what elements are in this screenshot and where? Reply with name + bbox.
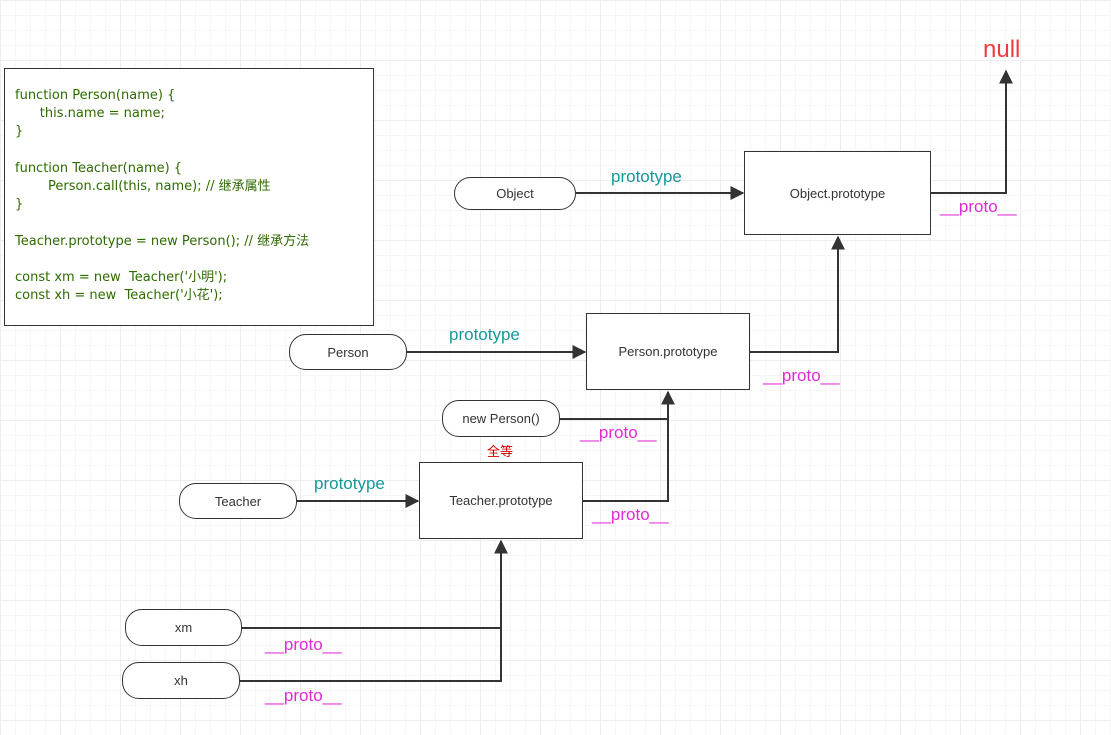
code-line: const xh = new Teacher('小花');	[15, 288, 223, 304]
strict-equal-label: 全等	[487, 444, 514, 459]
node-label: Teacher	[214, 493, 262, 509]
code-line: Person.call(this, name); // 继承属性	[15, 178, 271, 194]
node-label: Teacher.prototype	[449, 493, 553, 508]
node-object: Object	[454, 177, 576, 210]
null-label: null	[983, 36, 1021, 63]
node-teacher-prototype: Teacher.prototype	[419, 462, 583, 539]
node-label: Object	[496, 186, 534, 201]
prototype-label-teacher: prototype	[314, 474, 385, 493]
code-line: Teacher.prototype = new Person(); // 继承方…	[15, 233, 310, 249]
node-label: xm	[174, 620, 193, 635]
node-label: Person	[327, 344, 369, 360]
node-label: Person.prototype	[618, 344, 718, 359]
proto-arrow-person-prototype	[750, 235, 845, 353]
node-label: xh	[174, 673, 188, 688]
proto-label-object-prototype: __proto__	[940, 197, 1017, 216]
node-person-prototype: Person.prototype	[586, 313, 750, 390]
proto-arrow-xh	[240, 539, 508, 682]
proto-label-xm: __proto__	[265, 635, 342, 654]
node-label: Object.prototype	[789, 185, 886, 201]
code-panel: function Person(name) { this.name = name…	[4, 68, 374, 326]
proto-label-teacher-prototype: __proto__	[592, 505, 669, 524]
proto-arrow-object-prototype	[931, 69, 1013, 194]
node-xh: xh	[122, 662, 240, 699]
prototype-label-person: prototype	[449, 325, 520, 344]
code-line: const xm = new Teacher('小明');	[15, 269, 228, 285]
proto-arrow-teacher-prototype	[583, 419, 669, 502]
node-new-person: new Person()	[442, 400, 560, 437]
node-teacher: Teacher	[179, 483, 297, 519]
node-label: new Person()	[462, 411, 540, 426]
prototype-label-object: prototype	[611, 167, 682, 186]
code-line: }	[15, 124, 24, 140]
proto-arrow-new-person	[560, 390, 675, 420]
code-line: function Person(name) {	[15, 88, 176, 103]
code-line: }	[15, 197, 24, 213]
node-xm: xm	[125, 609, 242, 646]
proto-label-new-person: __proto__	[580, 423, 657, 442]
node-person: Person	[289, 334, 407, 370]
node-object-prototype: Object.prototype	[744, 151, 931, 235]
proto-label-person-prototype: __proto__	[763, 366, 840, 385]
code-line: function Teacher(name) {	[15, 160, 183, 176]
code-line: this.name = name;	[15, 106, 165, 122]
proto-label-xh: __proto__	[265, 686, 342, 705]
